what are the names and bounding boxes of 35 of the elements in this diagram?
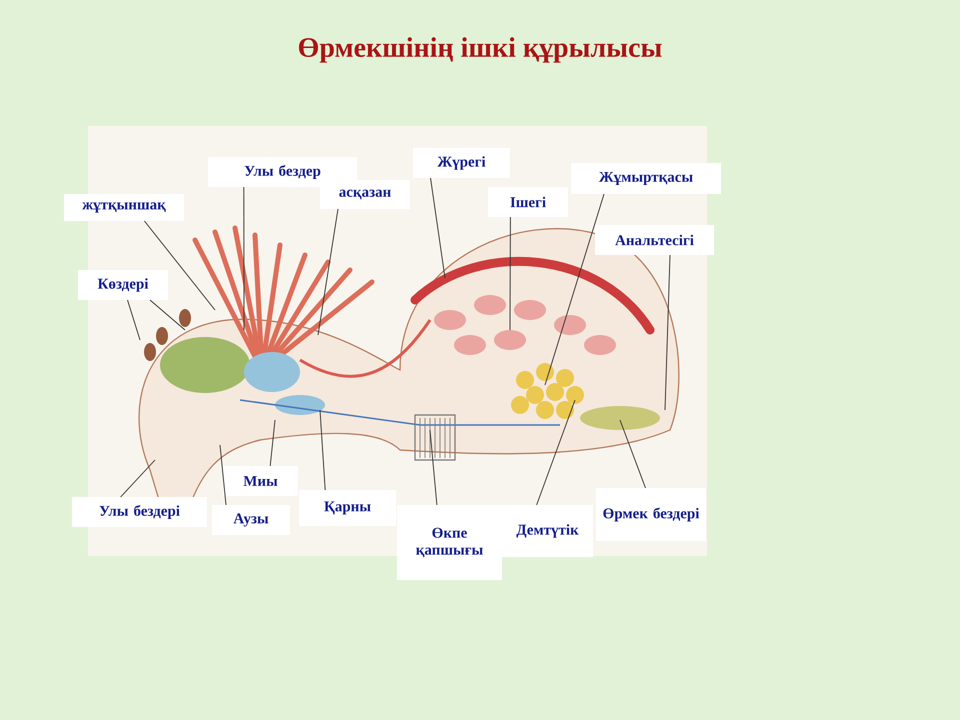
leader-line [320,410,326,490]
leader-line [220,444,226,506]
label-box: Қарны [299,490,396,526]
leader-line [318,208,338,336]
label-box: Өкпе қапшығы [397,505,502,580]
label-box: Көздері [78,270,168,300]
label-box: Аузы [212,505,290,535]
label-box: жұтқыншақ [64,194,184,221]
label-box: асқазан [320,180,410,209]
leader-line [243,186,244,330]
node-label: Демтүтік [516,524,579,538]
leader-line [144,220,216,310]
label-box: Өрмек бездері [596,488,706,541]
node-label: Қарны [324,501,371,515]
leader-line [510,216,511,330]
title: Өрмекшінің ішкі құрылысы [298,37,662,63]
leader-line [127,300,140,340]
label-box: Анальтесігі [595,225,714,255]
leader-line [270,420,276,466]
label-box: Жүрегі [413,148,510,178]
label-box: Миы [223,466,298,496]
leader-line [120,460,156,498]
leader-line [150,300,186,330]
leader-line [664,254,670,410]
leader-line [620,420,646,488]
label-box: Демтүтік [502,505,593,557]
node-label: Өкпе қапшығы [416,528,483,558]
label-box: Улы бездер [208,157,357,187]
leader-line [430,178,446,278]
label-box: Улы бездері [72,497,207,527]
leader-line [544,194,604,386]
leader-line [430,430,438,506]
leader-line [536,400,576,506]
label-box: Жұмыртқасы [571,163,721,194]
label-box: Ішегі [488,187,568,217]
